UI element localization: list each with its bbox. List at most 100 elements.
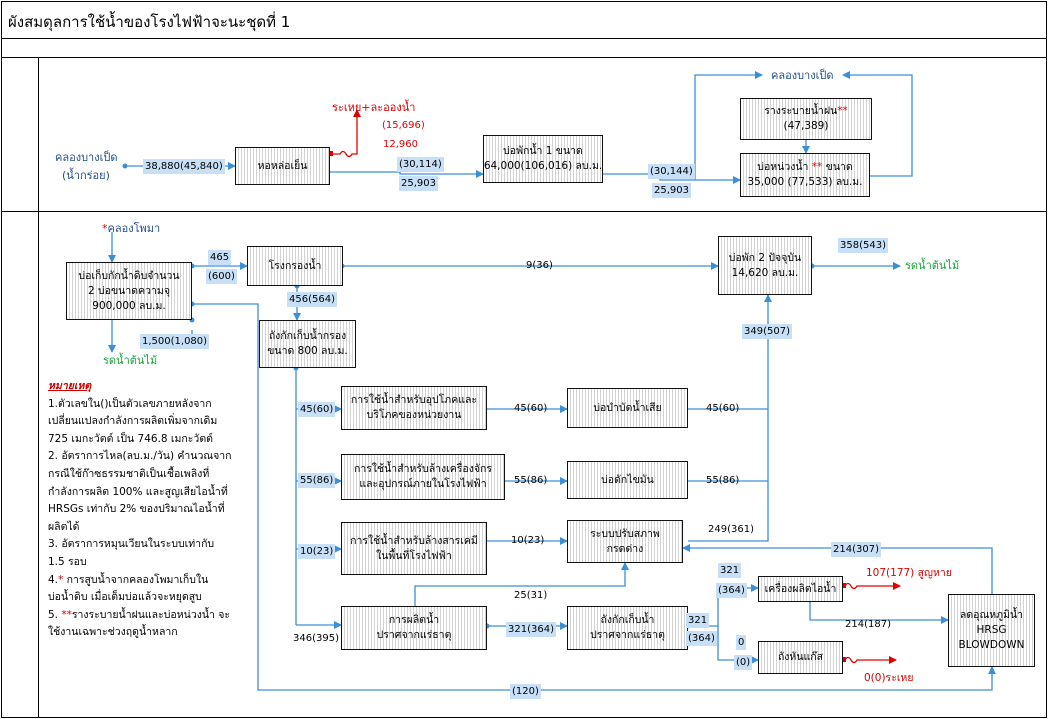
- top-source-sub: (น้ำกร่อย): [62, 169, 110, 182]
- red-node-3: [841, 657, 846, 662]
- flow-in-tag: 38,880(45,840): [143, 159, 225, 174]
- filtered-tank-box: ถังกักเก็บน้ำกรอง ขนาด 800 ลบ.ม.: [259, 320, 356, 368]
- note-1-line2: เปลี่ยนแปลงกำลังการผลิตเพิ่มจากเดิม: [48, 415, 218, 428]
- raw-to-wt-tag-a: 465: [208, 250, 232, 265]
- top-source-label: คลองบางเป็ด: [55, 151, 118, 164]
- note-2-line5: ผลิตได้: [48, 520, 80, 533]
- note-2-line1: 2. อัตราการไหล(ลบ.ม./วัน) คำนวณจาก: [48, 450, 232, 463]
- oil-out-value: 55(86): [706, 475, 740, 486]
- delay-line1: บ่อหน่วงน้ำ ** ขนาด: [757, 161, 853, 173]
- dtank-line2: ปราศจากแร่ธาตุ: [590, 629, 665, 641]
- evap-value-2: 12,960: [383, 139, 418, 150]
- use2-line1: การใช้น้ำสำหรับล้างเครื่องจักร: [353, 463, 493, 475]
- ww-label: บ่อบำบัดน้ำเสีย: [593, 401, 662, 414]
- hrsg-line1: ลดอุณหภูมิน้ำ: [959, 609, 1024, 621]
- rain-value: (47,389): [783, 120, 829, 132]
- tank-line1: ถังกักเก็บน้ำกรอง: [268, 330, 347, 342]
- neut-line1: ระบบปรับสภาพ: [590, 527, 660, 540]
- use1-line2: บริโภคของหน่วยงาน: [366, 409, 462, 421]
- demin-line2: ปราศจากแร่ธาตุ: [376, 629, 452, 641]
- raw-to-tree-tag: 1,500(1,080): [140, 334, 210, 349]
- raw-line3: 900,000 ลบ.ม.: [92, 299, 166, 312]
- p1-to-p2-tag-b: 25,903: [652, 183, 691, 198]
- raw-line1: บ่อเก็บกักน้ำดิบจำนวน: [78, 269, 180, 282]
- grease-trap-box: บ่อดักไขมัน: [567, 461, 688, 499]
- note-1-line1: 1.ตัวเลขใน()เป็นตัวเลขภายหลังจาก: [48, 397, 212, 410]
- gas-squiggle: [844, 656, 897, 664]
- demin-line1: การผลิตน้ำ: [388, 614, 440, 626]
- dtank-line1: ถังกักเก็บน้ำ: [600, 614, 655, 626]
- dt-gas-tag-b: (0): [734, 655, 753, 670]
- pond2-out-tag: 358(543): [838, 238, 888, 253]
- use1-out-value: 45(60): [514, 403, 548, 414]
- red-node-1: [328, 151, 333, 156]
- gas-evap-label: 0(0)ระเหย: [864, 672, 914, 684]
- rain-channel-box: รางระบายน้ำฝน** (47,389): [740, 98, 872, 140]
- dtank-out-tag-a: 321: [686, 613, 710, 628]
- red-node-2: [841, 583, 846, 588]
- machine-wash-box: การใช้น้ำสำหรับล้างเครื่องจักร และอุปกรณ…: [341, 454, 505, 500]
- cooling-tower-box: หอหล่อเย็น: [235, 147, 330, 185]
- dt-hrsg-tag-b: (364): [716, 583, 747, 598]
- page-title: ผังสมดุลการใช้น้ำของโรงไฟฟ้าจะนะชุดที่ 1: [8, 13, 291, 31]
- demin-in-value: 346(395): [293, 633, 339, 644]
- demin-tank-box: ถังกักเก็บน้ำ ปราศจากแร่ธาตุ: [567, 606, 688, 650]
- p1-to-p2-tag-a: (30,144): [648, 164, 695, 179]
- use3-in-tag: 10(23): [298, 544, 336, 559]
- chemical-wash-box: การใช้น้ำสำหรับล้างสารเคมี ในพื้นที่โรงไ…: [341, 522, 487, 575]
- bottom-loop: [192, 303, 996, 691]
- note-4-line1: 4.* การสูบน้ำจากคลองโพมาเก็บใน: [48, 573, 209, 586]
- water-treatment-label: โรงกรองน้ำ: [268, 259, 322, 272]
- wastewater-pond-box: บ่อบำบัดน้ำเสีย: [567, 388, 688, 428]
- raw-to-wt-tag-b: (600): [206, 269, 237, 284]
- use1-in-tag: 45(60): [298, 402, 336, 417]
- rain-line1: รางระบายน้ำฝน**: [764, 105, 848, 117]
- evap-value-1: (15,696): [382, 120, 425, 131]
- use2-line2: และอุปกรณ์ภายในโรงไฟฟ้า: [359, 478, 487, 490]
- demin-box: การผลิตน้ำ ปราศจากแร่ธาตุ: [341, 606, 487, 650]
- note-5-line2: ใช้งานเฉพาะช่วงฤดูน้ำหลาก: [48, 626, 178, 639]
- dt-gas-tag-a: 0: [736, 635, 747, 650]
- evap-squiggle: [330, 109, 361, 158]
- neut-line2: กรดด่าง: [606, 542, 644, 555]
- note-4-line2: บ่อน้ำดิบ เมื่อเต็มบ่อแล้วจะหยุดสูบ: [48, 591, 202, 604]
- demin-to-neut: [414, 562, 629, 606]
- use2-out-value: 55(86): [514, 475, 548, 486]
- steam-to-hrsg: [809, 600, 949, 624]
- domestic-use-box: การใช้น้ำสำหรับอุปโภคและ บริโภคของหน่วยง…: [341, 386, 487, 430]
- hrsg-back-tag: 214(307): [831, 542, 881, 557]
- pond2-line2: 14,620 ลบ.ม.: [731, 266, 799, 279]
- hrsg-blowdown-box: ลดอุณหภูมิน้ำ HRSG BLOWDOWN: [948, 594, 1035, 667]
- pond2-line1: บ่อพัก 2 ปัจจุบัน: [728, 251, 802, 264]
- loss-squiggle: [844, 582, 901, 590]
- steam-generator-box: เครื่องผลิตไอน้ำ: [758, 576, 843, 602]
- pond1-box: บ่อพักน้ำ 1 ขนาด 64,000(106,016) ลบ.ม.: [483, 135, 603, 183]
- dtank-out-tag-b: (364): [686, 631, 717, 646]
- note-5-line1: 5. **รางระบายน้ำฝนและบ่อหน่วงน้ำ จะ: [48, 608, 231, 621]
- ww-out-value: 45(60): [706, 403, 740, 414]
- evap-label: ระเหย+ละอองน้ำ: [332, 101, 416, 114]
- raw-water-box: บ่อเก็บกักน้ำดิบจำนวน 2 บ่อขนาดความจุ 90…: [66, 262, 192, 320]
- bottom-flow-tag: (120): [510, 684, 541, 699]
- note-1-line3: 725 เมกะวัตต์ เป็น 746.8 เมกะวัตต์: [48, 432, 213, 445]
- wt-to-tank-tag: 456(564): [287, 292, 337, 307]
- canal-label: *คลองโพมา: [102, 222, 161, 235]
- demin-to-neut-value: 25(31): [514, 590, 548, 601]
- note-3-line1: 3. อัตราการหมุนเวียนในระบบเท่ากับ: [48, 538, 215, 551]
- top-dest-label: คลองบางเป็ด: [771, 69, 834, 82]
- p1p2-up-to-canal: [694, 71, 763, 180]
- dot-1: [122, 163, 128, 169]
- use3-line1: การใช้น้ำสำหรับล้างสารเคมี: [350, 534, 478, 547]
- steam-out-value: 214(187): [845, 619, 891, 630]
- ct-to-pond1-tag-a: (30,114): [397, 157, 444, 172]
- water-treatment-box: โรงกรองน้ำ: [247, 246, 343, 286]
- use2-in-tag: 55(86): [298, 473, 336, 488]
- gas-turbine-box: ถังหันแก๊ส: [758, 641, 843, 674]
- hrsg-line3: BLOWDOWN: [958, 639, 1025, 651]
- loss-label: 107(177) สูญหาย: [866, 567, 952, 579]
- note-2-line4: HRSGs เท่ากับ 2% ของปริมาณไอน้ำที่: [48, 503, 225, 516]
- to-pond2-tag: 349(507): [742, 324, 792, 339]
- pond2-box: บ่อพัก 2 ปัจจุบัน 14,620 ลบ.ม.: [718, 236, 812, 295]
- tree-label-1: รดน้ำต้นไม้: [103, 354, 158, 367]
